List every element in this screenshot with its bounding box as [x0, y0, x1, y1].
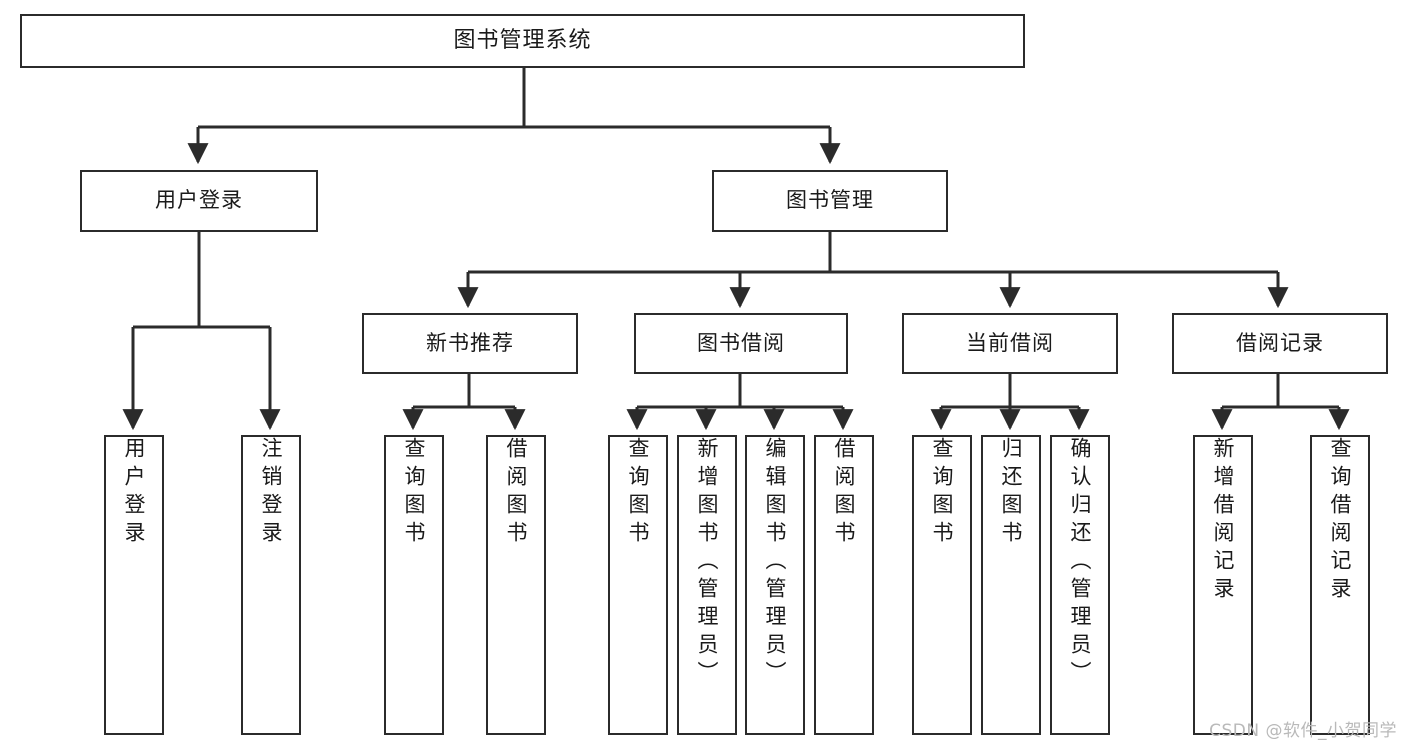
node-label: 借阅记录 — [1236, 330, 1324, 355]
leaf-label: 新增借阅记录 — [1211, 437, 1236, 605]
leaf-label: 查询图书 — [930, 437, 955, 549]
node-book-manage[interactable]: 图书管理 — [712, 170, 948, 232]
leaf-label: 查询借阅记录 — [1328, 437, 1353, 605]
leaf-user-login[interactable]: 用户登录 — [104, 435, 164, 735]
leaf-query-record[interactable]: 查询借阅记录 — [1310, 435, 1370, 735]
leaf-label: 编辑图书（管理员） — [763, 437, 788, 689]
leaf-label: 确认归还（管理员） — [1068, 437, 1093, 689]
leaf-user-logout[interactable]: 注销登录 — [241, 435, 301, 735]
node-label: 新书推荐 — [426, 330, 514, 355]
leaf-edit-book[interactable]: 编辑图书（管理员） — [745, 435, 805, 735]
node-borrow-record[interactable]: 借阅记录 — [1172, 313, 1388, 374]
node-new-book-rec[interactable]: 新书推荐 — [362, 313, 578, 374]
leaf-borrow-book-2[interactable]: 借阅图书 — [814, 435, 874, 735]
leaf-add-record[interactable]: 新增借阅记录 — [1193, 435, 1253, 735]
leaf-label: 查询图书 — [402, 437, 427, 549]
leaf-query-book-1[interactable]: 查询图书 — [384, 435, 444, 735]
leaf-query-book-2[interactable]: 查询图书 — [608, 435, 668, 735]
node-label: 图书借阅 — [697, 330, 785, 355]
leaf-label: 借阅图书 — [504, 437, 529, 549]
leaf-label: 用户登录 — [122, 437, 147, 549]
leaf-label: 注销登录 — [259, 437, 284, 549]
leaf-borrow-book-1[interactable]: 借阅图书 — [486, 435, 546, 735]
node-root-book-system[interactable]: 图书管理系统 — [20, 14, 1025, 68]
node-label: 图书管理 — [786, 188, 874, 213]
node-label: 用户登录 — [155, 188, 243, 213]
leaf-label: 借阅图书 — [832, 437, 857, 549]
leaf-confirm-return[interactable]: 确认归还（管理员） — [1050, 435, 1110, 735]
leaf-label: 查询图书 — [626, 437, 651, 549]
leaf-label: 新增图书（管理员） — [695, 437, 720, 689]
leaf-label: 归还图书 — [999, 437, 1024, 549]
node-book-borrow[interactable]: 图书借阅 — [634, 313, 848, 374]
node-label: 图书管理系统 — [453, 27, 592, 53]
node-user-login[interactable]: 用户登录 — [80, 170, 318, 232]
leaf-return-book[interactable]: 归还图书 — [981, 435, 1041, 735]
leaf-query-book-3[interactable]: 查询图书 — [912, 435, 972, 735]
node-current-borrow[interactable]: 当前借阅 — [902, 313, 1118, 374]
leaf-add-book[interactable]: 新增图书（管理员） — [677, 435, 737, 735]
node-label: 当前借阅 — [966, 330, 1054, 355]
watermark-csdn: CSDN @软件_小贺同学 — [1209, 721, 1397, 741]
